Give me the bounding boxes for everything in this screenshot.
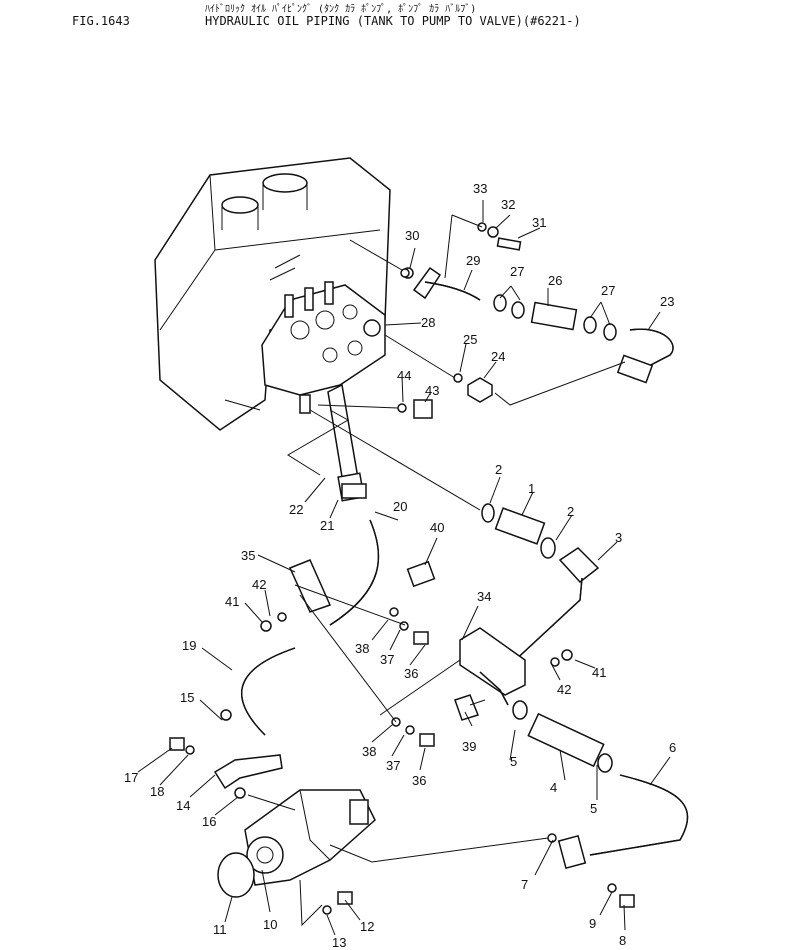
connection-lines: [247, 214, 626, 927]
callout-39: 39: [462, 739, 476, 754]
callout-42: 42: [557, 682, 571, 697]
hydraulic-pump: [169, 709, 635, 915]
callout-27: 27: [601, 283, 615, 298]
callout-17: 17: [124, 770, 138, 785]
callout-37: 37: [386, 758, 400, 773]
callout-5: 5: [510, 754, 517, 769]
suction-hose-assembly: [481, 503, 600, 666]
callout-34: 34: [477, 589, 491, 604]
callout-15: 15: [180, 690, 194, 705]
callout-22: 22: [289, 502, 303, 517]
callout-labels: 1 2 2 3 4 5 5 6 7 8 9 10 11 12 13 14 15 …: [124, 181, 676, 950]
callout-18: 18: [150, 784, 164, 799]
callout-21: 21: [320, 518, 334, 533]
callout-32: 32: [501, 197, 515, 212]
title-japanese: ﾊｲﾄﾞﾛﾘｯｸ ｵｲﾙ ﾊﾟｲﾋﾟﾝｸﾞ (ﾀﾝｸ ｶﾗ ﾎﾟﾝﾌﾟ, ﾎﾟﾝ…: [205, 4, 477, 15]
callout-41: 41: [592, 665, 606, 680]
callout-12: 12: [360, 919, 374, 934]
title-english: HYDRAULIC OIL PIPING (TANK TO PUMP TO VA…: [205, 14, 581, 28]
callout-29: 29: [466, 253, 480, 268]
callout-40: 40: [430, 520, 444, 535]
pipe-bracket: [454, 627, 689, 870]
callout-25: 25: [463, 332, 477, 347]
callout-4: 4: [550, 780, 557, 795]
delivery-hose-assembly: [241, 383, 436, 747]
callout-19: 19: [182, 638, 196, 653]
callout-24: 24: [491, 349, 505, 364]
callout-27: 27: [510, 264, 524, 279]
callout-1: 1: [528, 481, 535, 496]
callout-14: 14: [176, 798, 190, 813]
callout-36: 36: [404, 666, 418, 681]
callout-9: 9: [589, 916, 596, 931]
callout-38: 38: [362, 744, 376, 759]
callout-36: 36: [412, 773, 426, 788]
callout-38: 38: [355, 641, 369, 656]
callout-20: 20: [393, 499, 407, 514]
callout-43: 43: [425, 383, 439, 398]
upper-hose-assembly: [397, 222, 674, 419]
callout-44: 44: [397, 368, 411, 383]
callout-2: 2: [567, 504, 574, 519]
callout-7: 7: [521, 877, 528, 892]
control-valve: [261, 281, 386, 414]
callout-5: 5: [590, 801, 597, 816]
callout-41: 41: [225, 594, 239, 609]
callout-30: 30: [405, 228, 419, 243]
callout-8: 8: [619, 933, 626, 948]
callout-10: 10: [263, 917, 277, 932]
callout-3: 3: [615, 530, 622, 545]
callout-2: 2: [495, 462, 502, 477]
callout-26: 26: [548, 273, 562, 288]
callout-28: 28: [421, 315, 435, 330]
callout-31: 31: [532, 215, 546, 230]
callout-16: 16: [202, 814, 216, 829]
callout-6: 6: [669, 740, 676, 755]
callout-13: 13: [332, 935, 346, 950]
figure-number: FIG.1643: [72, 14, 130, 28]
callout-37: 37: [380, 652, 394, 667]
callout-23: 23: [660, 294, 674, 309]
callout-33: 33: [473, 181, 487, 196]
leader-lines: [137, 200, 671, 936]
callout-42: 42: [252, 577, 266, 592]
callout-35: 35: [241, 548, 255, 563]
callout-11: 11: [213, 922, 227, 937]
